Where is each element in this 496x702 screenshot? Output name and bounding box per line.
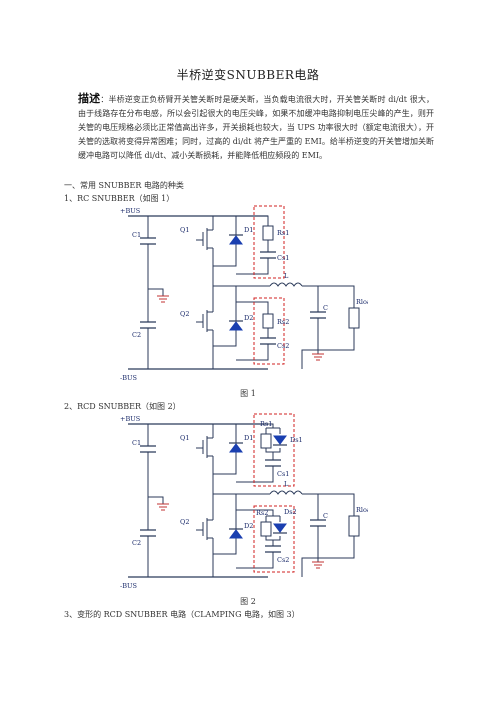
label-q1: Q1 (180, 226, 189, 234)
diode-d1-icon (229, 443, 243, 453)
diode-d1-icon (229, 235, 243, 245)
label-ds1: Ds1 (290, 436, 303, 444)
label-c1: C1 (132, 231, 141, 239)
label-rs1: Rs1 (277, 229, 289, 237)
label-pbus: +BUS (120, 207, 140, 215)
snubber-1-box (253, 205, 285, 279)
snubber-2-box (253, 505, 295, 573)
label-nbus: -BUS (120, 582, 137, 590)
diode-ds2-icon (273, 523, 287, 533)
label-q2: Q2 (180, 518, 189, 526)
section-heading-1: 一、常用 SNUBBER 电路的种类 (64, 181, 184, 190)
list-item-rcd-snubber: 2、RCD SNUBBER（如图 2） (64, 402, 181, 411)
diode-ds1-icon (273, 435, 287, 445)
label-nbus: -BUS (120, 374, 137, 382)
figure-2-caption: 图 2 (240, 597, 256, 606)
diode-d2-icon (229, 321, 243, 331)
label-q2: Q2 (180, 310, 189, 318)
label-ds2: Ds2 (284, 508, 297, 516)
label-q1: Q1 (180, 434, 189, 442)
figure-2-rcd-snubber-circuit: +BUS -BUS C1 C2 Q1 Q2 D1 D2 Rs1 Ds1 Cs1 … (120, 413, 368, 590)
label-c: C (323, 304, 328, 312)
label-l: L (284, 480, 289, 488)
snubber-2-box (253, 297, 285, 365)
label-rload: Rload (356, 298, 368, 306)
label-cs1: Cs1 (277, 254, 289, 262)
page-title: 半桥逆变SNUBBER电路 (176, 68, 320, 82)
label-cs2: Cs2 (277, 556, 289, 564)
label-rload: Rload (356, 506, 368, 514)
label-rs2: Rs2 (277, 318, 289, 326)
figure-1-caption: 图 1 (240, 389, 256, 398)
description-paragraph: 描述：半桥逆变正负桥臂开关管关断时是硬关断，当负载电流很大时，开关管关断时 di… (78, 92, 434, 163)
description-lead: 描述 (78, 92, 101, 105)
label-c2: C2 (132, 331, 141, 339)
label-rs1: Rs1 (260, 420, 272, 428)
label-c: C (323, 512, 328, 520)
label-d1: D1 (244, 434, 253, 442)
list-item-rc-snubber: 1、RC SNUBBER（如图 1） (64, 194, 175, 203)
label-c1: C1 (132, 439, 141, 447)
circuit-wiring (128, 215, 360, 370)
label-d2: D2 (244, 522, 253, 530)
snubber-1-box (253, 413, 295, 487)
diode-d2-icon (229, 529, 243, 539)
list-item-clamping: 3、变形的 RCD SNUBBER 电路（CLAMPING 电路，如图 3） (64, 610, 300, 619)
label-c2: C2 (132, 539, 141, 547)
label-l: L (284, 272, 289, 280)
label-cs1: Cs1 (277, 470, 289, 478)
circuit-wiring (128, 423, 360, 578)
label-cs2: Cs2 (277, 342, 289, 350)
label-rs2: Rs2 (256, 509, 268, 517)
label-d1: D1 (244, 226, 253, 234)
label-d2: D2 (244, 314, 253, 322)
label-pbus: +BUS (120, 415, 140, 423)
figure-1-rc-snubber-circuit: +BUS -BUS C1 C2 Q1 Q2 D1 D2 Rs1 Cs1 Rs2 … (120, 205, 368, 382)
description-body: ：半桥逆变正负桥臂开关管关断时是硬关断，当负载电流很大时，开关管关断时 di/d… (78, 95, 435, 160)
